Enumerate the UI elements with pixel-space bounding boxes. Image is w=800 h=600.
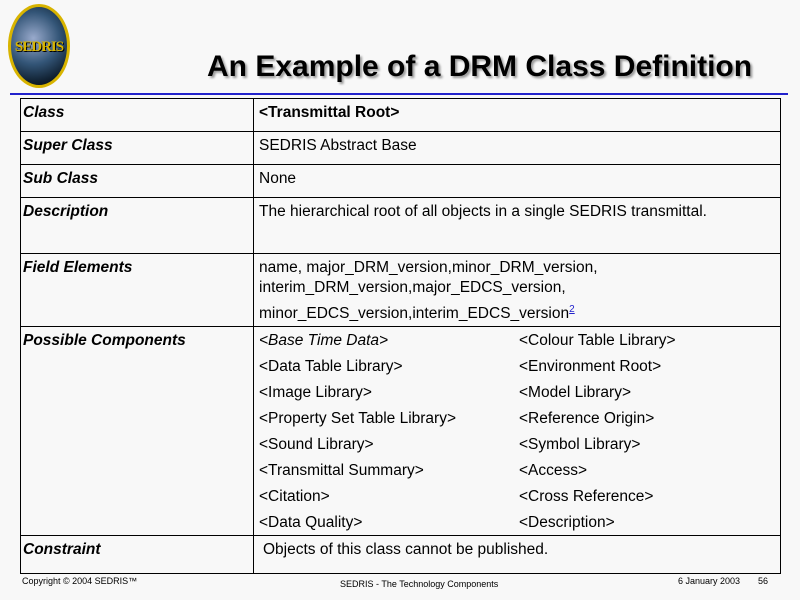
component-item: <Environment Root>: [519, 358, 662, 376]
sub-class-label: Sub Class: [20, 164, 254, 198]
footer-page-number: 56: [758, 576, 769, 586]
component-item: <Cross Reference>: [519, 488, 654, 506]
component-item: <Transmittal Summary>: [259, 462, 424, 480]
description-value: The hierarchical root of all objects in …: [253, 197, 781, 254]
component-item: <Property Set Table Library>: [259, 410, 457, 428]
component-item: <Citation>: [259, 488, 330, 506]
field-line: interim_DRM_version,major_EDCS_version,: [259, 279, 566, 296]
super-class-value: SEDRIS Abstract Base: [253, 131, 781, 165]
component-item: <Model Library>: [519, 384, 632, 402]
component-item: <Base Time Data>: [259, 332, 389, 350]
constraint-label: Constraint: [20, 535, 254, 575]
footer-date: 6 January 2003: [678, 576, 741, 586]
field-line: name, major_DRM_version,minor_DRM_versio…: [259, 259, 598, 276]
component-item: <Image Library>: [259, 384, 372, 402]
footer-copyright: Copyright © 2004 SEDRIS™: [22, 576, 138, 586]
possible-components-label: Possible Components: [20, 326, 254, 537]
sedris-logo: SEDRIS: [8, 4, 70, 88]
footer-title: SEDRIS - The Technology Components: [340, 579, 499, 589]
component-item: <Colour Table Library>: [519, 332, 676, 350]
title-divider: [10, 93, 788, 95]
class-label: Class: [20, 98, 254, 132]
description-label: Description: [20, 197, 254, 254]
sub-class-value: None: [253, 164, 781, 198]
component-item: <Access>: [519, 462, 588, 480]
component-item: <Data Quality>: [259, 514, 363, 532]
page-title: An Example of a DRM Class Definition: [207, 50, 753, 83]
component-item: <Symbol Library>: [519, 436, 641, 454]
field-line: minor_EDCS_version,interim_EDCS_version: [259, 305, 570, 323]
possible-components-value: <Base Time Data> <Colour Table Library> <D…: [253, 326, 781, 537]
component-item: <Sound Library>: [259, 436, 374, 454]
class-value: <Transmittal Root>: [253, 98, 781, 132]
component-item: <Description>: [519, 514, 615, 532]
footnote-link[interactable]: 2: [569, 304, 575, 315]
constraint-value: Objects of this class cannot be publishe…: [253, 535, 781, 575]
field-elements-label: Field Elements: [20, 252, 254, 328]
component-item: <Data Table Library>: [259, 358, 403, 376]
super-class-label: Super Class: [20, 131, 254, 165]
component-item: <Reference Origin>: [519, 410, 655, 428]
field-elements-value: name, major_DRM_version,minor_DRM_versio…: [253, 252, 781, 328]
